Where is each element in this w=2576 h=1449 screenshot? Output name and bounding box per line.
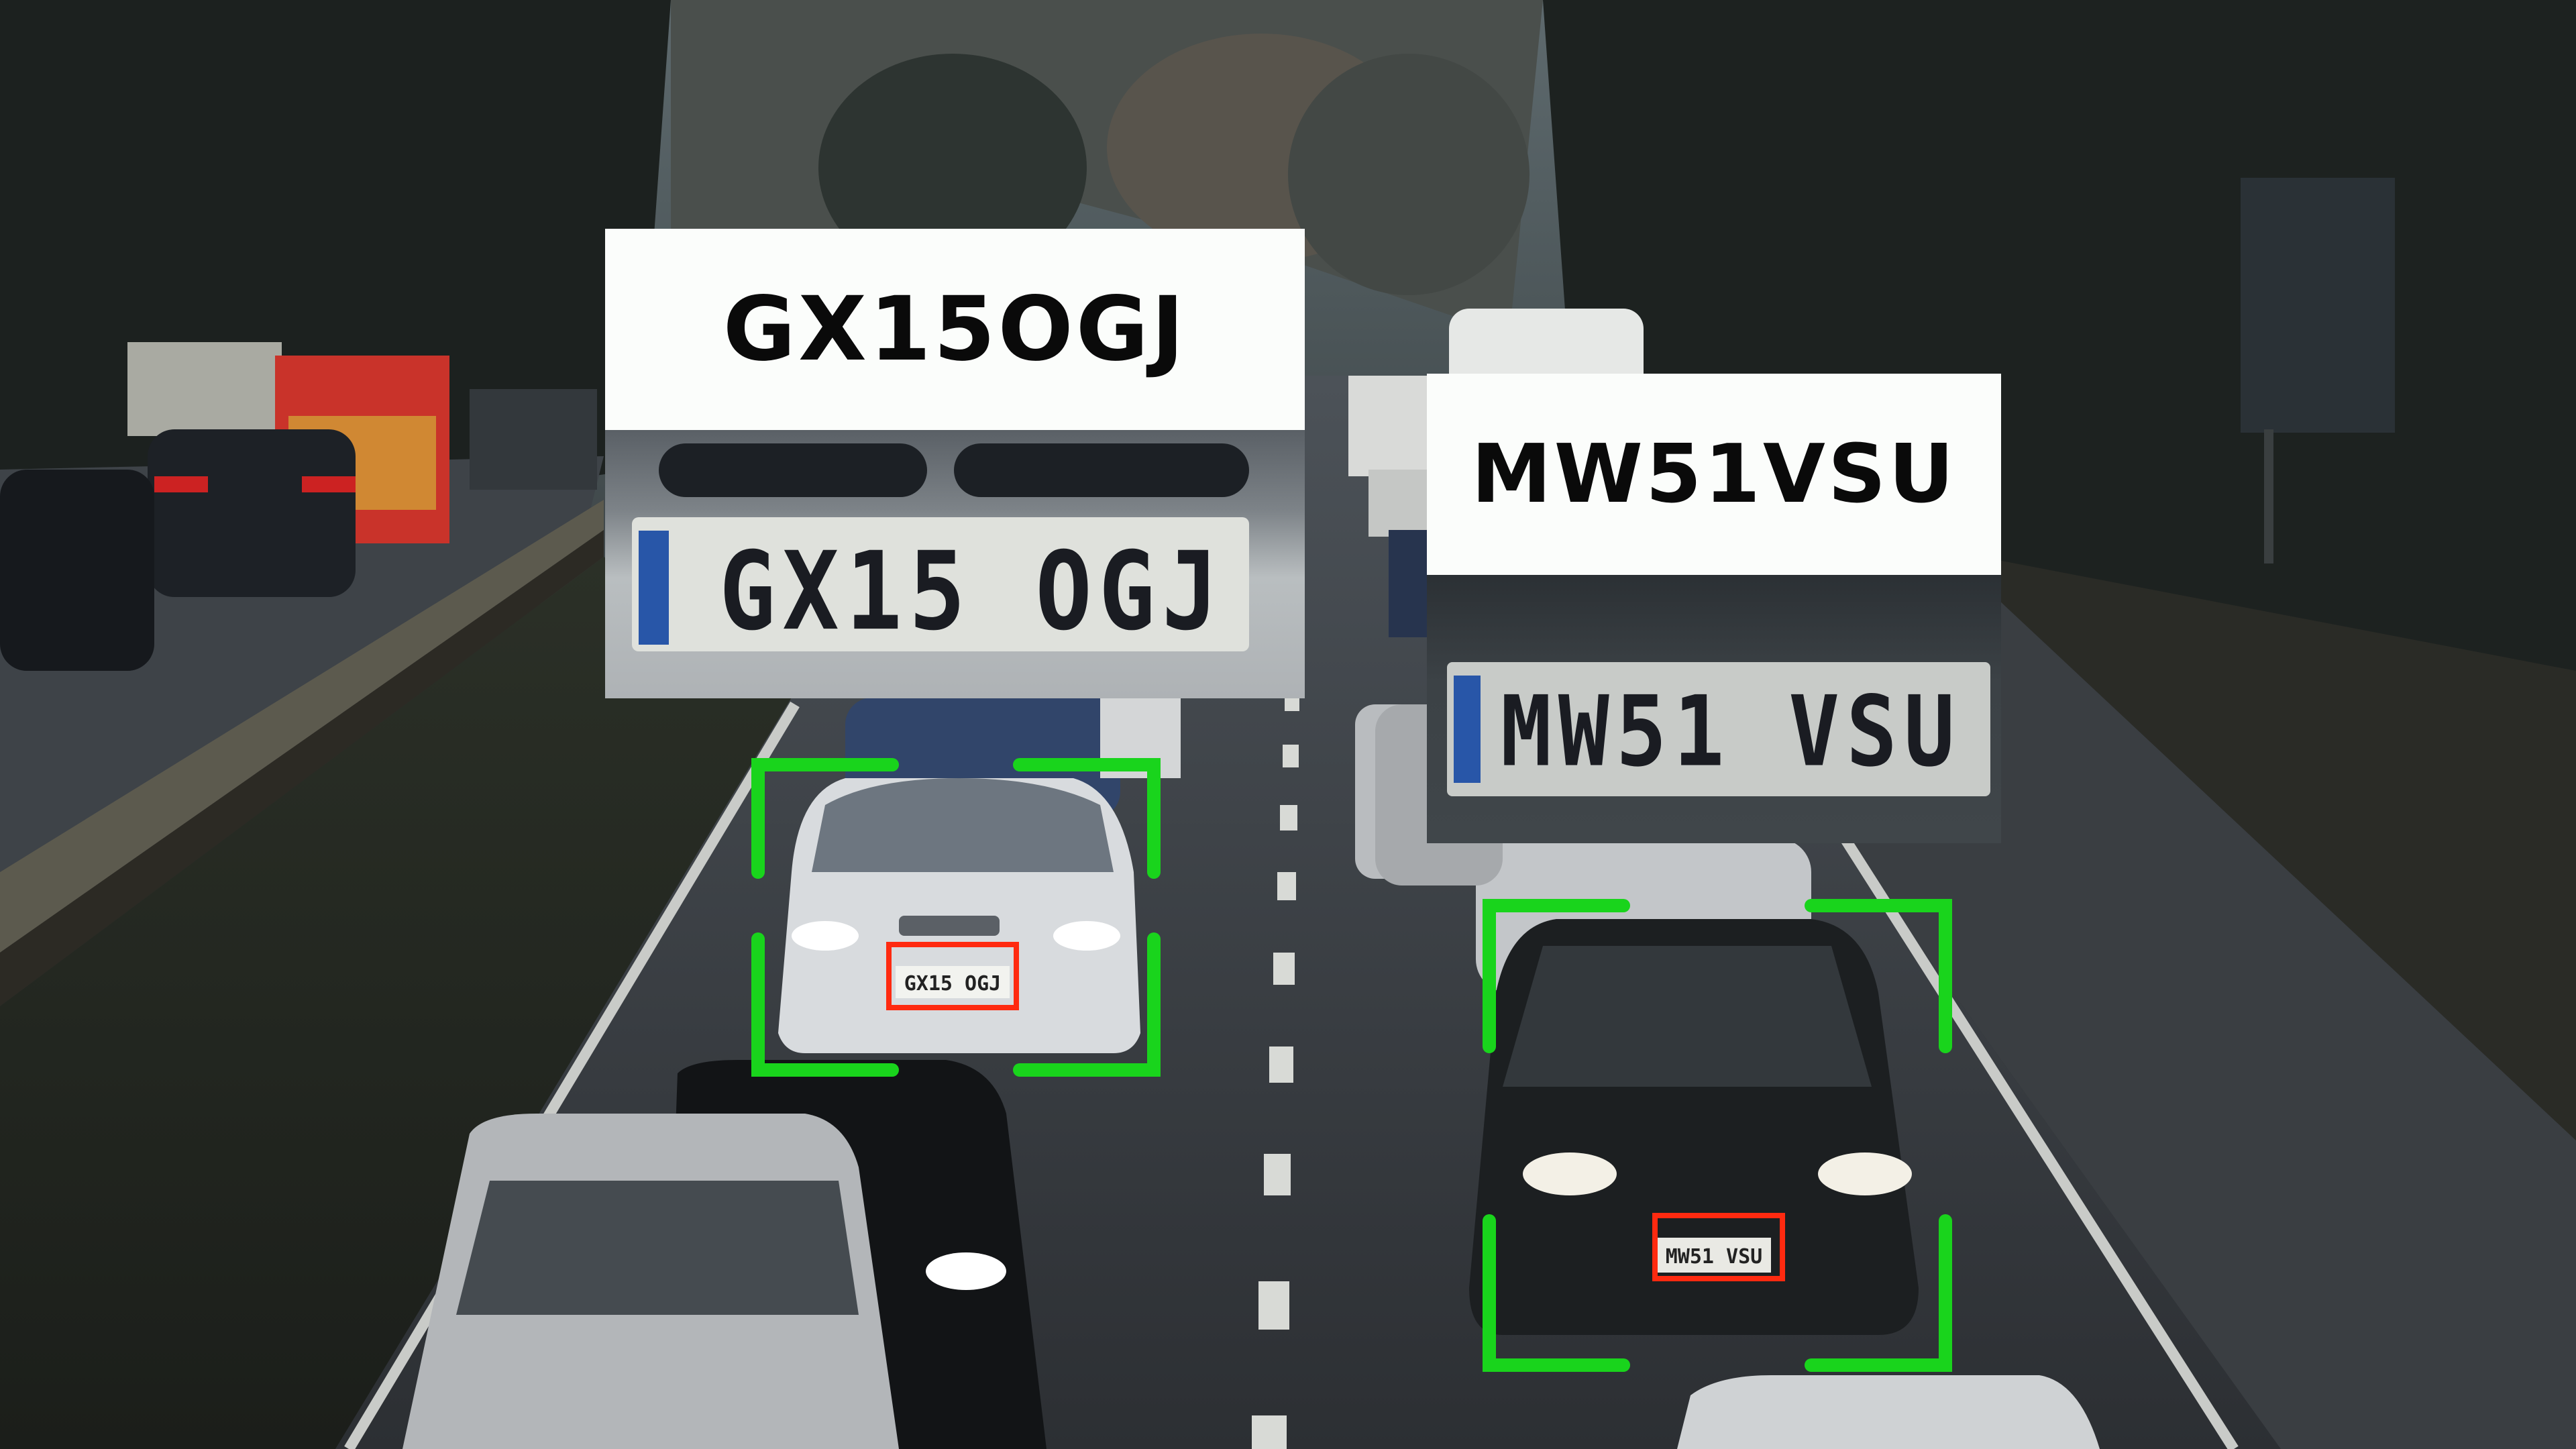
plate-text-1: GX15OGJ xyxy=(722,278,1187,381)
svg-text:MW51 VSU: MW51 VSU xyxy=(1666,1245,1763,1269)
plate-crop-image-2: MW51 VSU xyxy=(1427,575,2001,843)
svg-text:GX15 OGJ: GX15 OGJ xyxy=(904,972,1002,996)
plate-readout-1: GX15OGJ GX15 OGJ xyxy=(605,229,1305,698)
plate-text-label-2: MW51VSU xyxy=(1427,374,2001,575)
plate-readout-2: MW51VSU MW51 VSU xyxy=(1427,374,2001,843)
plate-crop-text-2: MW51 VSU xyxy=(1501,674,1962,789)
plate-text-label-1: GX15OGJ xyxy=(605,229,1305,430)
plate-crop-image-1: GX15 OGJ xyxy=(605,430,1305,698)
plate-text-2: MW51VSU xyxy=(1471,427,1957,521)
plate-crop-text-1: GX15 OGJ xyxy=(719,529,1226,655)
